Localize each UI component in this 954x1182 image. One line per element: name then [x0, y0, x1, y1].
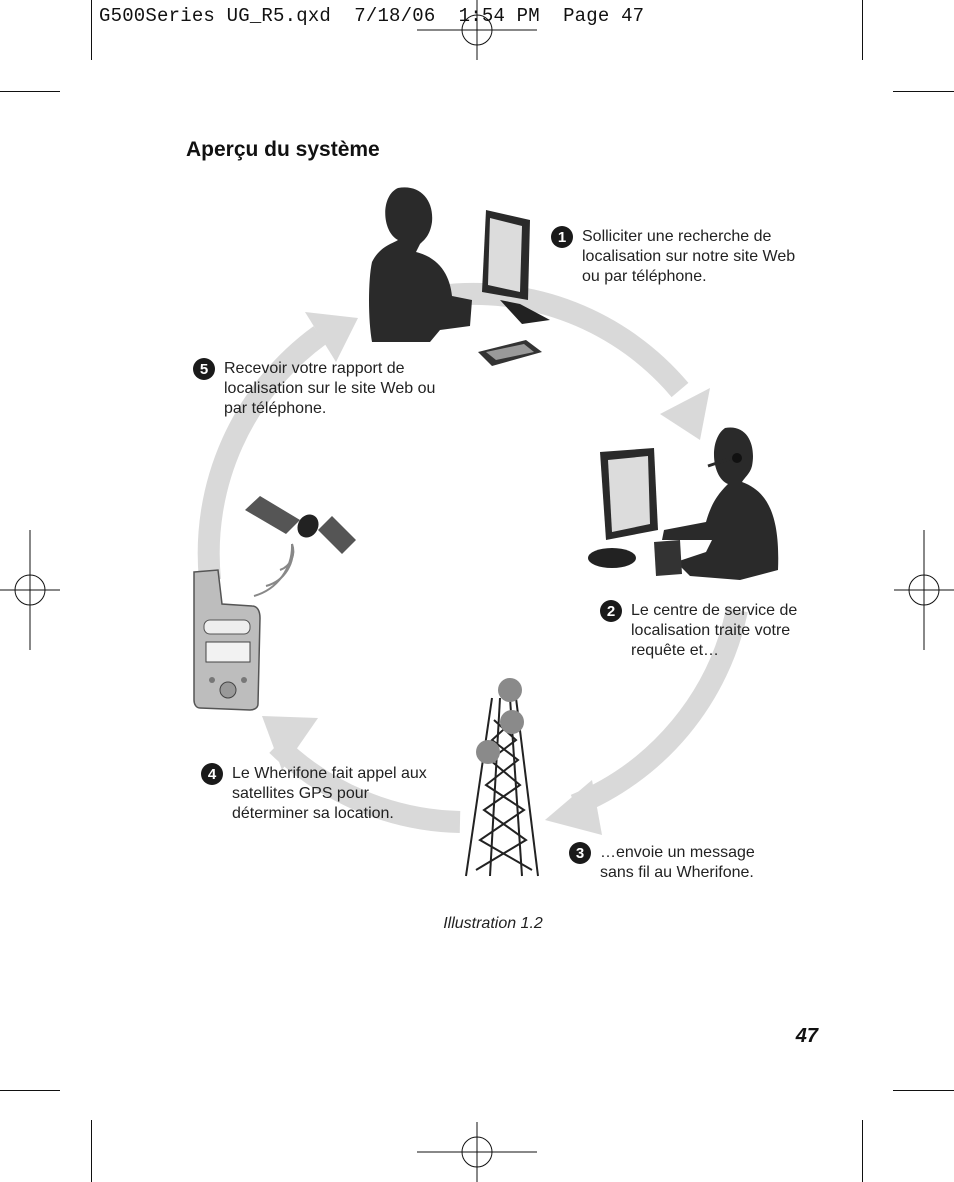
page-number: 47: [795, 1025, 818, 1047]
step-3-number: 3: [569, 842, 591, 864]
section-title: Aperçu du système: [186, 138, 380, 161]
step-3-text: …envoie un message sans fil au Wherifone…: [600, 844, 755, 881]
step-1: 1 Solliciter une recherche de localisati…: [551, 226, 801, 287]
step-5-text: Recevoir votre rapport de localisation s…: [224, 360, 436, 417]
cell-tower-illustration: [465, 678, 539, 877]
service-agent-illustration: [588, 427, 779, 580]
step-1-text: Solliciter une recherche de localisation…: [582, 228, 796, 285]
step-4: 4 Le Wherifone fait appel aux satellites…: [201, 763, 431, 824]
step-5: 5 Recevoir votre rapport de localisation…: [193, 358, 443, 419]
step-5-number: 5: [193, 358, 215, 380]
wherifone-device-illustration: [193, 569, 261, 711]
step-4-number: 4: [201, 763, 223, 785]
step-2-text: Le centre de service de localisation tra…: [631, 602, 798, 659]
user-at-computer-illustration: [369, 187, 550, 366]
step-4-text: Le Wherifone fait appel aux satellites G…: [232, 765, 427, 822]
step-1-number: 1: [551, 226, 573, 248]
gps-satellite-illustration: [245, 496, 356, 597]
arrow-heads: [262, 312, 710, 835]
flow-arrows: [197, 282, 748, 833]
step-3: 3 …envoie un message sans fil au Wherifo…: [569, 842, 779, 883]
illustration-caption: Illustration 1.2: [443, 915, 543, 932]
step-2-number: 2: [600, 600, 622, 622]
step-2: 2 Le centre de service de localisation t…: [600, 600, 810, 661]
